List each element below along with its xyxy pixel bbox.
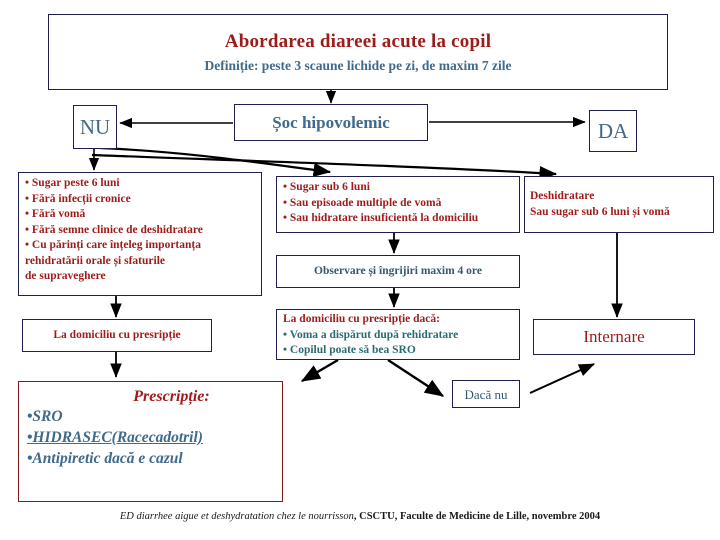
header-box: Abordarea diareei acute la copil Definiț…	[48, 14, 668, 90]
observation-box: Observare și îngrijiri maxim 4 ore	[276, 255, 520, 288]
list-item: • Sau hidratare insuficientă la domicili…	[283, 212, 479, 224]
criteria-right-list: Deshidratare Sau sugar sub 6 luni și vom…	[525, 187, 713, 222]
list-item: • Voma a dispărut după rehidratare	[283, 328, 459, 341]
prescription-box: Prescripție: •SRO •HIDRASEC(Racecadotril…	[18, 381, 283, 502]
page-title: Abordarea diareei acute la copil	[224, 30, 492, 52]
prescription-item-text: •Antipiretic dacă e cazul	[27, 450, 183, 467]
decision-yes-label: DA	[597, 119, 629, 143]
prescription-item-antipiretic: •Antipiretic dacă e cazul	[19, 448, 282, 469]
decision-no-label: NU	[79, 115, 111, 139]
outcome-right-box: Internare	[533, 319, 695, 355]
fallback-label: Dacă nu	[464, 386, 508, 402]
list-item: de supraveghere	[25, 270, 106, 282]
list-item: • Sugar sub 6 luni	[283, 181, 370, 193]
list-item: Deshidratare	[530, 190, 595, 202]
footer-source: ED diarrhee aigue et deshydratation chez…	[0, 510, 720, 523]
criteria-right-box: Deshidratare Sau sugar sub 6 luni și vom…	[524, 176, 714, 233]
prescription-item-sro: •SRO	[19, 406, 282, 427]
outcome-left-label: La domiciliu cu presripție	[53, 329, 181, 341]
observation-label: Observare și îngrijiri maxim 4 ore	[314, 265, 482, 277]
criteria-left-box: • Sugar peste 6 luni • Fără infecții cro…	[18, 172, 262, 296]
decision-question-label: Șoc hipovolemic	[272, 113, 390, 132]
list-item: • Sau episoade multiple de vomă	[283, 196, 442, 209]
criteria-middle-box: • Sugar sub 6 luni • Sau episoade multip…	[276, 176, 520, 233]
list-item: • Fără vomă	[25, 208, 86, 220]
list-item: • Fără infecții cronice	[25, 192, 131, 205]
criteria-middle-list: • Sugar sub 6 luni • Sau episoade multip…	[277, 177, 519, 230]
outcome-middle-box: La domiciliu cu presripție dacă: • Voma …	[276, 309, 520, 360]
outcome-middle-title: La domiciliu cu presripție dacă:	[283, 313, 440, 325]
list-item: • Copilul poate să bea SRO	[283, 344, 416, 356]
list-item: • Sugar peste 6 luni	[25, 177, 120, 189]
list-item: rehidratării orale și sfaturile	[25, 254, 165, 267]
definition-subtitle: Definiție: peste 3 scaune lichide pe zi,…	[204, 57, 512, 73]
outcome-middle-list: La domiciliu cu presripție dacă: • Voma …	[277, 310, 519, 362]
decision-no-box[interactable]: NU	[73, 105, 117, 149]
outcome-right-label: Internare	[583, 327, 645, 346]
list-item: Sau sugar sub 6 luni și vomă	[530, 205, 670, 218]
footer-source-italic: ED diarrhee aigue et deshydratation chez…	[119, 511, 354, 522]
decision-question-box[interactable]: Șoc hipovolemic	[234, 104, 428, 141]
criteria-left-list: • Sugar peste 6 luni • Fără infecții cro…	[19, 173, 261, 288]
prescription-item-text: •HIDRASEC(Racecadotril)	[27, 429, 203, 446]
prescription-title: Prescripție:	[133, 388, 210, 405]
list-item: • Fără semne clinice de deshidratare	[25, 223, 203, 236]
fallback-box: Dacă nu	[452, 380, 520, 408]
prescription-item-hidrasec: •HIDRASEC(Racecadotril)	[19, 427, 282, 448]
footer-source-bold: , CSCTU, Faculte de Medicine de Lille, n…	[353, 511, 601, 522]
list-item: • Cu părinți care înțeleg importanța	[25, 239, 201, 251]
prescription-item-text: •SRO	[27, 408, 63, 425]
decision-yes-box[interactable]: DA	[589, 110, 637, 152]
outcome-left-box: La domiciliu cu presripție	[22, 319, 212, 352]
